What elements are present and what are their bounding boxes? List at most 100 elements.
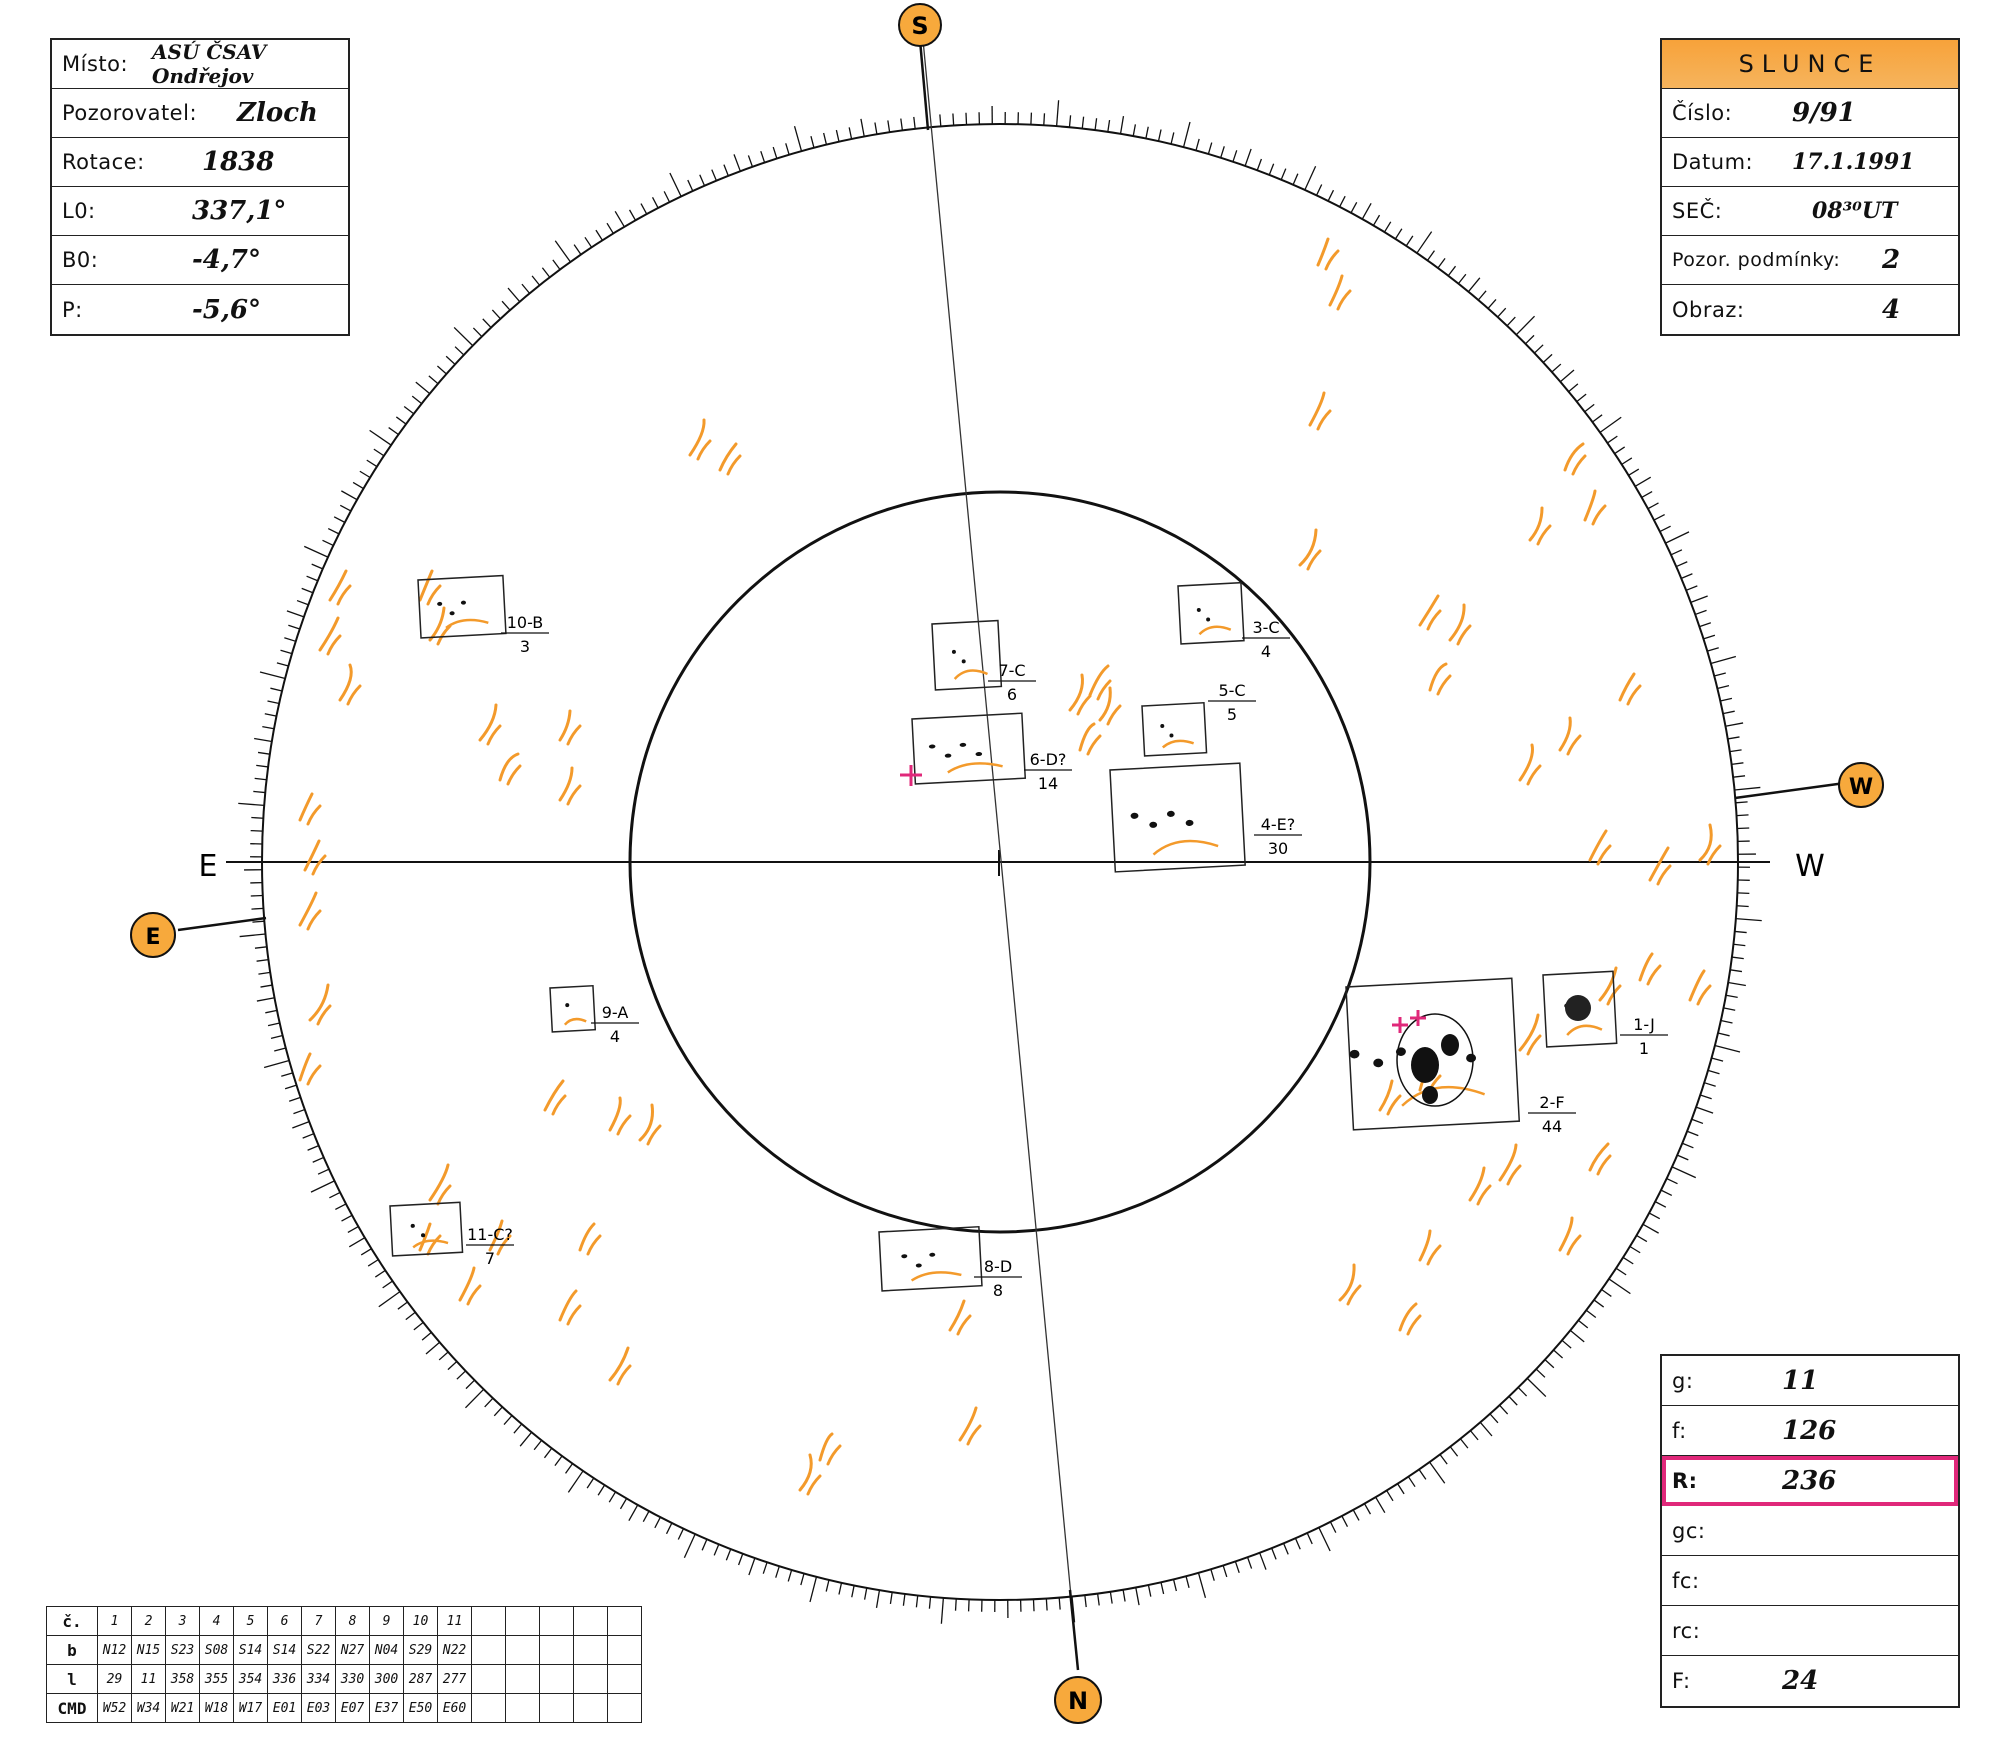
facula-stroke bbox=[798, 1453, 822, 1496]
degree-tick bbox=[642, 1510, 650, 1523]
degree-tick bbox=[1628, 468, 1640, 476]
facula-stroke bbox=[608, 1096, 632, 1136]
degree-tick bbox=[1234, 1561, 1240, 1574]
f-value: 126 bbox=[1782, 1415, 1837, 1446]
info-row-image: Obraz: 4 bbox=[1662, 285, 1958, 334]
f-label: f: bbox=[1672, 1418, 1687, 1443]
degree-tick bbox=[1677, 1154, 1689, 1161]
degree-tick bbox=[1094, 118, 1098, 131]
degree-tick bbox=[1147, 1584, 1152, 1597]
degree-tick bbox=[388, 427, 399, 436]
degree-tick bbox=[1559, 369, 1575, 383]
info-row-time: SEČ: 08³⁰UT bbox=[1662, 187, 1958, 236]
facula-stroke bbox=[1688, 969, 1712, 1006]
group-spot-count: 4 bbox=[610, 1027, 620, 1046]
degree-tick bbox=[276, 662, 289, 667]
degree-tick bbox=[687, 179, 694, 192]
facula-stroke bbox=[1398, 1302, 1422, 1336]
facula-stroke bbox=[1618, 672, 1642, 706]
facula-stroke bbox=[543, 1079, 567, 1116]
degree-tick bbox=[1182, 121, 1191, 148]
north-marker-label: N bbox=[1068, 1687, 1088, 1715]
degree-tick bbox=[835, 129, 840, 142]
table-cell: 5 bbox=[233, 1606, 268, 1636]
facula-stroke bbox=[1308, 391, 1332, 431]
degree-tick bbox=[1327, 189, 1335, 202]
degree-tick bbox=[663, 191, 671, 203]
degree-tick bbox=[1271, 1547, 1277, 1560]
degree-tick bbox=[552, 259, 561, 270]
facula-stroke bbox=[1088, 664, 1112, 701]
info-row-conditions: Pozor. podmínky: 2 bbox=[1662, 236, 1958, 285]
g-label: g: bbox=[1672, 1368, 1694, 1393]
sunspot bbox=[1149, 821, 1158, 828]
degree-tick bbox=[669, 172, 682, 197]
degree-tick bbox=[1569, 1329, 1585, 1343]
group-label: 9-A bbox=[602, 1003, 629, 1022]
facula-stroke bbox=[1698, 823, 1722, 866]
table-cell bbox=[539, 1635, 574, 1665]
degree-tick bbox=[284, 637, 296, 642]
group-spot-count: 5 bbox=[1227, 705, 1237, 724]
degree-tick bbox=[654, 1516, 661, 1529]
table-cell: 9 bbox=[369, 1606, 404, 1636]
degree-tick bbox=[359, 470, 371, 479]
table-cell: E37 bbox=[369, 1693, 404, 1723]
degree-tick bbox=[254, 946, 267, 949]
degree-tick bbox=[1084, 1595, 1087, 1608]
table-cell: 8 bbox=[335, 1606, 370, 1636]
degree-tick bbox=[939, 114, 942, 127]
table-cell bbox=[471, 1606, 506, 1636]
table-cell: E01 bbox=[267, 1693, 302, 1723]
group-spot-count: 6 bbox=[1007, 685, 1017, 704]
degree-tick bbox=[1449, 1446, 1459, 1457]
facula-stroke bbox=[718, 442, 742, 476]
slunce-title: SLUNCE bbox=[1662, 40, 1958, 89]
degree-tick bbox=[874, 122, 878, 135]
degree-tick bbox=[1734, 786, 1761, 791]
degree-tick bbox=[366, 459, 378, 468]
degree-tick bbox=[327, 527, 340, 535]
conditions-value: 2 bbox=[1882, 245, 1901, 275]
degree-tick bbox=[335, 1203, 347, 1211]
degree-tick bbox=[1690, 595, 1708, 603]
degree-tick bbox=[1542, 353, 1553, 363]
degree-tick bbox=[1109, 1591, 1113, 1604]
degree-tick bbox=[270, 687, 283, 692]
degree-tick bbox=[1068, 115, 1072, 128]
info-row-observer: Pozorovatel: Zloch bbox=[52, 89, 348, 138]
degree-tick bbox=[863, 1587, 868, 1600]
degree-tick bbox=[1517, 1387, 1528, 1397]
degree-tick bbox=[1135, 1587, 1140, 1606]
sunspot bbox=[1466, 1053, 1477, 1063]
degree-tick bbox=[699, 174, 706, 186]
degree-tick bbox=[1686, 1130, 1699, 1137]
degree-tick bbox=[1341, 1515, 1349, 1527]
table-cell: N27 bbox=[335, 1635, 370, 1665]
degree-tick bbox=[606, 222, 614, 234]
facula-stroke bbox=[328, 569, 352, 606]
info-row-rotation: Rotace: 1838 bbox=[52, 138, 348, 187]
facula-stroke bbox=[1338, 1263, 1362, 1306]
degree-tick bbox=[701, 1539, 708, 1551]
degree-tick bbox=[329, 1191, 341, 1199]
degree-tick bbox=[573, 244, 582, 255]
table-cell: S22 bbox=[301, 1635, 336, 1665]
degree-tick bbox=[493, 1406, 503, 1417]
facula-stroke bbox=[458, 1266, 482, 1306]
facula-stroke bbox=[418, 1222, 442, 1256]
F-value: 24 bbox=[1782, 1666, 1819, 1696]
group-label: 7-C bbox=[998, 661, 1025, 680]
degree-tick bbox=[1710, 655, 1737, 665]
degree-tick bbox=[1707, 1069, 1720, 1075]
degree-tick bbox=[1170, 132, 1175, 145]
degree-tick bbox=[1489, 1413, 1499, 1424]
r-value: 236 bbox=[1782, 1465, 1837, 1496]
degree-tick bbox=[267, 700, 280, 705]
degree-tick bbox=[1599, 416, 1622, 433]
degree-tick bbox=[1734, 930, 1747, 934]
degree-tick bbox=[311, 563, 323, 570]
count-row-g: g: 11 bbox=[1662, 1356, 1958, 1406]
table-cell: 358 bbox=[165, 1664, 200, 1694]
